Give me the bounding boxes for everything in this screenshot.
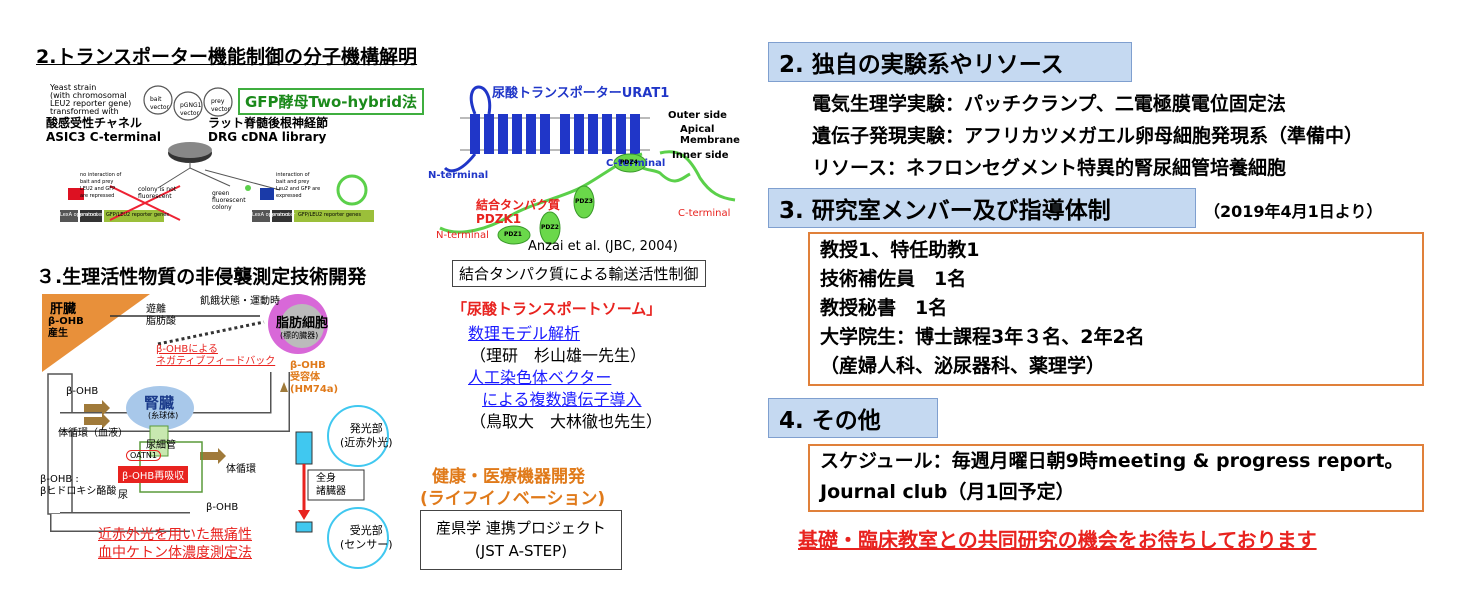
gfp-reporter-right: GFP/LEU2 reporter genes xyxy=(298,212,361,218)
artificial-chromosome-link-2[interactable]: による複数遺伝子導入 xyxy=(482,390,642,409)
sec2-line: リソース：ネフロンセグメント特異的腎尿細管培養細胞 xyxy=(812,157,1287,179)
systemic-circulation-blood: 体循環（血液） xyxy=(58,428,128,439)
pdz1-label: PDZ1 xyxy=(504,231,522,238)
sec2-header: 2. 独自の実験系やリソース xyxy=(768,42,1132,82)
life-innovation-label: (ライフイノベーション) xyxy=(420,489,606,509)
bohb-flow-label: β-OHB xyxy=(66,386,99,397)
n-terminal-label: N-terminal xyxy=(428,170,489,181)
fat-cell-label: 脂肪細胞 xyxy=(276,316,329,331)
member-line: 大学院生：博士課程3年３名、2年2名 xyxy=(820,326,1145,348)
tottori-credit: （鳥取大 大林徹也先生） xyxy=(470,412,663,431)
pdz4-label: PDZ4 xyxy=(620,159,638,166)
urat1-title: 尿酸トランスポーターURAT1 xyxy=(492,86,670,101)
sec2-line: 電気生理学実験：パッチクランプ、二電極膜電位固定法 xyxy=(812,93,1286,115)
bohb-definition: β-OHB : βヒドロキシ酪酸 xyxy=(40,474,117,497)
free-fatty-acid: 遊離 脂肪酸 xyxy=(146,304,176,327)
y2h-diagram xyxy=(60,85,374,222)
sec3-members-box: 教授1、特任助教1 技術補佐員 1名 教授秘書 1名 大学院生：博士課程3年３名… xyxy=(808,232,1424,386)
bait-vector-label: bait vector xyxy=(150,96,170,111)
binding-protein-box: 結合タンパク質による輸送活性制御 xyxy=(452,260,706,287)
inner-side-label: Inner side xyxy=(672,150,729,161)
gfp-reporter-left: GFP/LEU2 reporter genes xyxy=(106,212,169,218)
project-label: 産県学 連携プロジェクト xyxy=(436,519,606,537)
gfp-two-hybrid-label: GFP酵母Two-hybrid法 xyxy=(238,88,424,115)
pdz2-label: PDZ2 xyxy=(541,224,559,231)
pgng-vector-label: pGNG1 vector xyxy=(180,102,202,117)
member-line: 教授1、特任助教1 xyxy=(820,239,980,261)
lexa-operators-left: LexA operators xyxy=(60,212,98,218)
y2h-yeast-strain: Yeast strain (with chromosomal LEU2 repo… xyxy=(50,83,132,116)
interaction-text: interaction of bait and prey Leu2 and GF… xyxy=(276,172,321,199)
drg-jp: ラット脊髄後根神経節 xyxy=(208,116,329,130)
math-model-link[interactable]: 数理モデル解析 xyxy=(468,324,581,343)
c-terminal-pdz-label: C-terminal xyxy=(678,208,731,219)
jst-label: (JST A-STEP) xyxy=(474,542,568,560)
asic-jp: 酸感受性チャネル xyxy=(46,116,142,130)
negative-feedback-label: β-OHBによる ネガティブフィードバック xyxy=(156,344,276,367)
pdz3-label: PDZ3 xyxy=(575,198,593,205)
pdzk1-en: PDZK1 xyxy=(476,212,522,226)
section3-title: ３.生理活性物質の非侵襲測定技術開発 xyxy=(36,266,367,288)
sec4-line: Journal club（月1回予定） xyxy=(820,481,1075,503)
artificial-chromosome-link-1[interactable]: 人工染色体ベクター xyxy=(468,368,612,387)
apical-membrane-label: Apical Membrane xyxy=(680,124,740,146)
urat1-figure: 尿酸トランスポーターURAT1 Outer side Apical Membra… xyxy=(420,78,740,258)
no-interaction-text: no interaction of bait and prey LEU2 and… xyxy=(80,172,122,199)
urine-label: 尿 xyxy=(118,490,128,501)
oatn1-label: OATN1 xyxy=(126,450,161,461)
uric-transportsome-title: 「尿酸トランスポートソーム」 xyxy=(452,300,662,318)
project-box: 産県学 連携プロジェクト (JST A-STEP) xyxy=(420,510,622,570)
tubule-label: 尿細管 xyxy=(146,440,176,451)
body-diagram: 肝臓 β-OHB 産生 遊離 脂肪酸 飢餓状態・運動時 脂肪細胞 (標的臓器) … xyxy=(40,292,430,597)
lexa-operators-right: LexA operators xyxy=(252,212,290,218)
sec2-list: 電気生理学実験：パッチクランプ、二電極膜電位固定法 遺伝子発現実験：アフリカツメ… xyxy=(812,88,1363,184)
n-terminal-pdz-label: N-terminal xyxy=(436,230,489,241)
collaboration-footer: 基礎・臨床教室との共同研究の機会をお待ちしております xyxy=(798,528,1317,552)
whole-body-organs: 全身 諸臓器 xyxy=(316,473,346,497)
green-colony-text: green fluorescent colony xyxy=(212,190,246,211)
health-device-title: 健康・医療機器開発 xyxy=(432,467,585,487)
pdzk1-jp: 結合タンパク質 xyxy=(476,198,561,212)
drg-en: DRG cDNA library xyxy=(208,130,327,144)
urat1-diagram xyxy=(439,85,736,245)
sec4-line: スケジュール：毎週月曜日朝9時meeting & progress report… xyxy=(820,450,1404,472)
member-line: （産婦人科、泌尿器科、薬理学） xyxy=(820,355,1106,377)
sec4-box: スケジュール：毎週月曜日朝9時meeting & progress report… xyxy=(808,444,1424,512)
liver-sub: β-OHB 産生 xyxy=(48,316,84,339)
kidney-label: 腎臓 xyxy=(144,394,175,412)
prey-vector-label: prey vector xyxy=(211,98,231,113)
nir-measurement-method: 近赤外光を用いた無痛性 血中ケトン体濃度測定法 xyxy=(98,527,252,561)
sec3-header: 3. 研究室メンバー及び指導体制 xyxy=(768,188,1196,228)
colony-not-fluorescent: colony is not fluorescent xyxy=(138,186,177,200)
outer-side-label: Outer side xyxy=(668,110,727,121)
promoter-right: promoter xyxy=(272,212,296,218)
body-diagram-shapes xyxy=(42,294,389,569)
fat-cell-sub: (標的臓器) xyxy=(280,331,319,340)
sec4-header: 4. その他 xyxy=(768,398,938,438)
emitter-label: 発光部 (近赤外光) xyxy=(340,422,393,449)
sec3-date: （2019年4月1日より） xyxy=(1204,202,1383,221)
c-terminal-label: C-terminal xyxy=(606,158,666,169)
starvation-label: 飢餓状態・運動時 xyxy=(200,296,280,307)
member-line: 教授秘書 1名 xyxy=(820,297,948,319)
receiver-label: 受光部 (センサー) xyxy=(340,524,393,551)
bohb-reabsorption: β-OHB再吸収 xyxy=(118,466,189,483)
bohb-receptor-label: β-OHB 受容体 (HM74a) xyxy=(290,360,339,395)
yeast-two-hybrid-figure: Yeast strain (with chromosomal LEU2 repo… xyxy=(40,78,424,228)
bohb-bottom-label: β-OHB xyxy=(206,502,239,513)
member-line: 技術補佐員 1名 xyxy=(820,268,967,290)
asic-en: ASIC3 C-terminal xyxy=(46,130,161,144)
urat1-citation: Anzai et al. (JBC, 2004) xyxy=(528,239,678,254)
promoter-left: promoter xyxy=(80,212,104,218)
systemic-circulation: 体循環 xyxy=(226,464,256,475)
section2-title: 2.トランスポーター機能制御の分子機構解明 xyxy=(36,46,418,68)
kidney-sub: (糸球体) xyxy=(148,411,179,420)
riken-credit: （理研 杉山雄一先生） xyxy=(470,346,647,365)
liver-label: 肝臓 xyxy=(50,302,77,317)
sec2-line: 遺伝子発現実験：アフリカツメガエル卵母細胞発現系（準備中） xyxy=(812,125,1364,147)
